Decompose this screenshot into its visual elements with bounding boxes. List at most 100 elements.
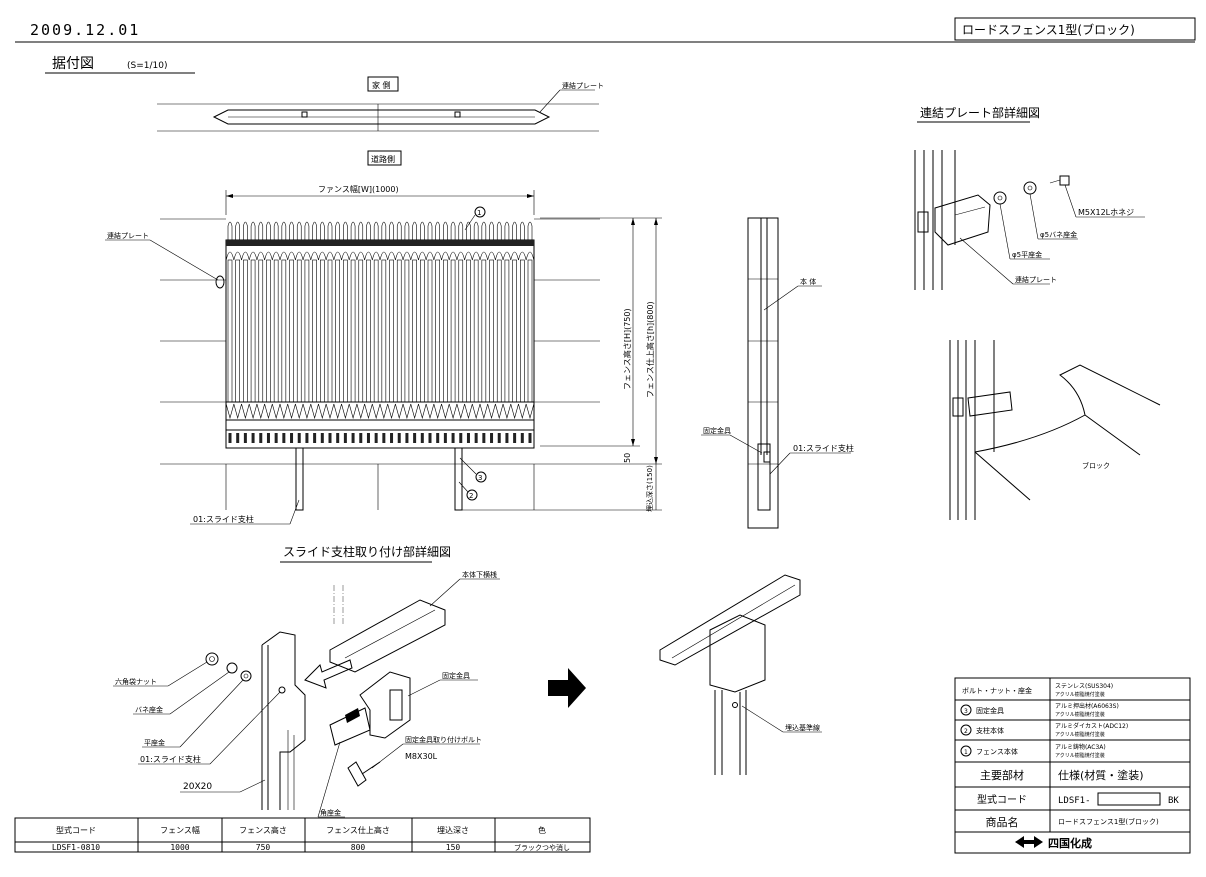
side-body-label: 本 体: [800, 277, 816, 286]
picket-bar: [304, 259, 310, 403]
product-name-value: ロードスフェンス1型(ブロック): [1058, 817, 1159, 826]
picket-lower-ornament: [302, 403, 312, 420]
picket-top: [327, 221, 333, 240]
picket-bar: [404, 259, 410, 403]
height-dimension: フェンス高さ[H](750): [622, 308, 632, 390]
spec-header-embed: 埋込深さ: [437, 825, 469, 835]
picket-lower-ornament: [387, 403, 396, 420]
hex-nut-label: 六角袋ナット: [115, 677, 157, 686]
spec-cell-width: 1000: [170, 843, 189, 852]
plate-label: 連結プレート: [1015, 275, 1057, 284]
picket-lower-ornament: [279, 403, 288, 420]
picket-lower-ornament: [333, 403, 342, 420]
picket-bar: [327, 259, 333, 403]
picket-base-slot: [343, 433, 347, 443]
picket-bar: [373, 259, 379, 403]
picket-base-slot: [428, 433, 432, 443]
picket-top: [504, 221, 510, 240]
picket-top: [335, 221, 340, 240]
picket-bar: [466, 259, 471, 403]
mark-1: 1: [477, 209, 481, 217]
spring-washer-label: バネ座金: [135, 705, 163, 714]
installation-title: 据付図: [52, 56, 94, 72]
picket-bar: [504, 259, 510, 403]
picket-lower-ornament: [325, 403, 335, 420]
spec-table: 型式コード フェンス幅 フェンス高さ フェンス仕上高さ 埋込深さ 色 LDSF1…: [14, 817, 591, 853]
picket-base-slot: [243, 433, 247, 443]
picket-arch: [225, 251, 235, 261]
picket-arch: [256, 251, 265, 261]
model-code-label: 型式コード: [977, 793, 1027, 806]
picket-arch: [348, 251, 358, 261]
picket-top: [420, 221, 425, 240]
picket-base-slot: [236, 433, 240, 443]
picket-lower-ornament: [256, 403, 265, 420]
picket-top: [520, 221, 525, 240]
picket-lower-ornament: [495, 403, 504, 420]
picket-lower-ornament: [364, 403, 373, 420]
picket-bar: [258, 259, 264, 403]
picket-top: [527, 221, 533, 240]
picket-base-slot: [513, 433, 517, 443]
spec-header-width: フェンス幅: [160, 825, 200, 835]
plate-spring-washer-label: φ5バネ座金: [1040, 230, 1077, 239]
picket-top: [235, 221, 240, 240]
elevation-link-plate-label: 連結プレート: [107, 231, 149, 240]
picket-bar: [420, 259, 425, 403]
flat-washer-label: 平座金: [144, 738, 165, 747]
picket-lower-ornament: [395, 403, 404, 420]
picket-arch: [372, 251, 381, 261]
picket-lower-ornament: [287, 403, 296, 420]
product-name-label: 商品名: [986, 815, 1019, 829]
picket-bar: [489, 259, 494, 403]
spec-cell-color: ブラックつや消し: [514, 843, 570, 852]
side-fixing-bracket-label: 固定金具: [703, 426, 731, 435]
picket-base-slot: [290, 433, 294, 443]
picket-lower-ornament: [479, 403, 488, 420]
spec-cell-model: LDSF1-0810: [52, 843, 100, 852]
plate-detail-title: 連結プレート部詳細図: [920, 105, 1040, 120]
picket-top: [312, 221, 317, 240]
picket-top: [381, 221, 387, 240]
mat-row3-mark: 1: [964, 749, 968, 756]
mat-row1-spec1: アルミ押出材(A6063S): [1055, 702, 1119, 710]
picket-lower-ornament: [372, 403, 381, 420]
picket-bar: [335, 259, 340, 403]
assembled-view: [659, 574, 801, 775]
mark-2: 2: [469, 492, 473, 500]
picket-base-slot: [366, 433, 370, 443]
mat-row2-part: 支柱本体: [976, 726, 1004, 735]
picket-bar: [435, 259, 440, 403]
picket-arch: [333, 251, 342, 261]
spec-cell-height: 750: [256, 843, 271, 852]
assembly-arrow-icon: [548, 668, 586, 708]
picket-base-slot: [382, 433, 386, 443]
picket-bar: [266, 259, 271, 403]
picket-top: [366, 221, 371, 240]
picket-lower-ornament: [318, 403, 327, 420]
picket-arch: [287, 251, 296, 261]
picket-base-slot: [490, 433, 494, 443]
picket-top: [412, 221, 417, 240]
picket-top: [450, 221, 456, 240]
picket-top: [250, 221, 256, 240]
detail-fixing-bracket-label: 固定金具: [442, 671, 470, 680]
mat-row3-spec2: アクリル樹脂焼付塗装: [1055, 752, 1105, 759]
picket-base-slot: [274, 433, 278, 443]
picket-arch: [495, 251, 504, 261]
picket-top: [473, 221, 479, 240]
mat-row0-spec2: アクリル樹脂焼付塗装: [1055, 691, 1105, 698]
slide-posts-elevation: [295, 447, 463, 511]
picket-lower-ornament: [341, 403, 350, 420]
picket-base-slot: [374, 433, 378, 443]
picket-bar: [450, 259, 456, 403]
width-dimension: ファンス幅[W](1000): [318, 184, 399, 194]
picket-arch: [418, 251, 427, 261]
picket-lower-ornament: [225, 403, 235, 420]
picket-arch: [525, 251, 535, 261]
picket-bar: [366, 259, 371, 403]
picket-bar: [289, 259, 294, 403]
main-material-label: 主要部材: [980, 768, 1024, 782]
picket-base-slot: [259, 433, 263, 443]
